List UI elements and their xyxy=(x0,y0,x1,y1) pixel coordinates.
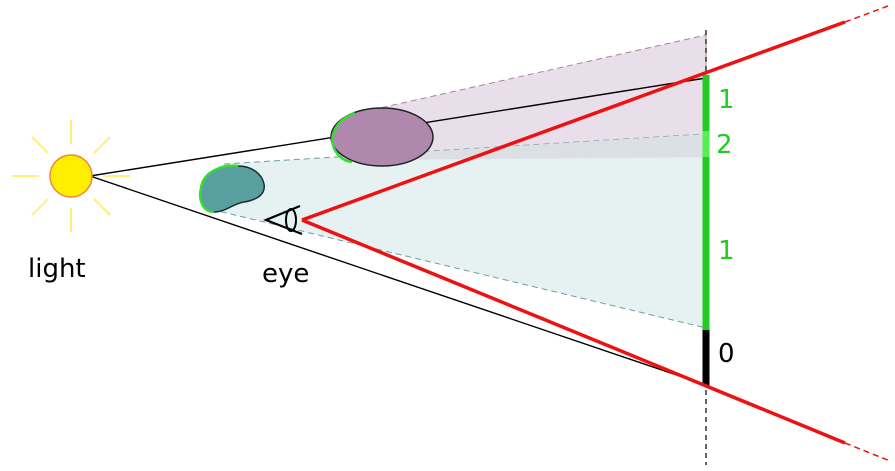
frustum-top-dashed xyxy=(844,5,889,23)
light-label: light xyxy=(28,254,86,284)
depth-count-label: 1 xyxy=(718,236,735,266)
frustum-bottom xyxy=(301,218,846,445)
light-ray-bottom xyxy=(89,175,707,386)
depth-count-label: 2 xyxy=(716,130,733,160)
eye-icon xyxy=(263,204,303,236)
shadow-volume-near xyxy=(213,133,707,329)
sun-icon xyxy=(12,120,130,232)
eye-label: eye xyxy=(262,259,309,289)
depth-count-label: 1 xyxy=(718,85,735,115)
frustum-bottom-dashed xyxy=(844,442,891,462)
depth-count-label: 0 xyxy=(718,339,735,369)
occluder-far-lit-edge xyxy=(331,111,356,164)
frustum-top xyxy=(301,20,846,222)
occluder-far xyxy=(330,107,434,167)
shadow-volume-overlap xyxy=(340,134,706,160)
occluder-near-lit-edge xyxy=(198,164,239,214)
